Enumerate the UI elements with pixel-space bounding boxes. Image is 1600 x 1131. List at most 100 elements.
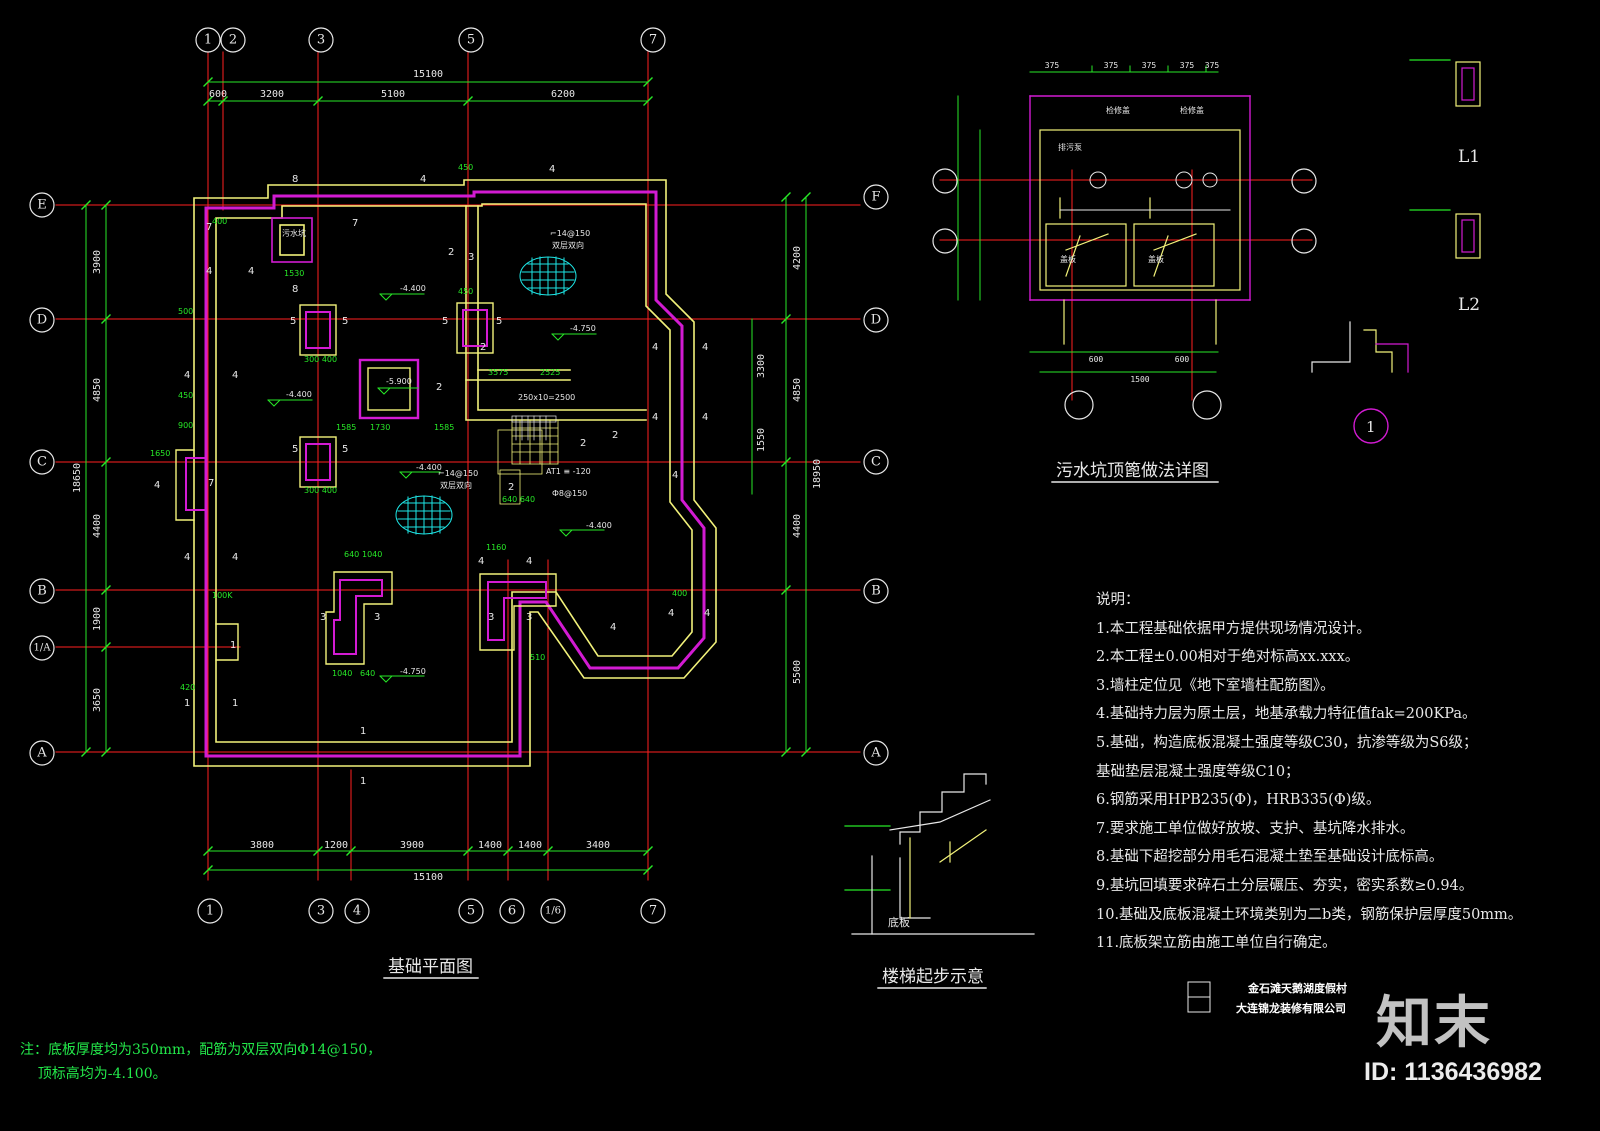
elev-label-4: -4.400	[416, 463, 442, 472]
dim-bottom-3800: 3800	[250, 840, 274, 851]
title-block-company: 大连锦龙装修有限公司	[1236, 1002, 1346, 1015]
dim-bottom-1400b: 1400	[518, 840, 542, 851]
elev-label-6: -4.750	[400, 667, 426, 676]
svg-text:2: 2	[612, 430, 618, 441]
axis-label-bottom-7: 7	[649, 904, 657, 919]
plan-title: 基础平面图	[388, 957, 473, 977]
dim-right-4400: 4400	[792, 514, 803, 538]
svg-text:3: 3	[374, 612, 380, 623]
svg-text:盖板: 盖板	[1148, 254, 1164, 264]
stair-title: 楼梯起步示意	[882, 967, 984, 987]
note-item: 9.基坑回填要求碎石土分层碾压、夯实，密实系数≥0.94。	[1096, 877, 1474, 894]
svg-text:5: 5	[342, 444, 348, 455]
svg-text:4: 4	[206, 266, 212, 277]
svg-text:4: 4	[232, 370, 238, 381]
sump-dim-5: 375	[1205, 61, 1220, 70]
svg-text:400: 400	[212, 217, 227, 226]
dim-bottom-1400a: 1400	[478, 840, 502, 851]
svg-text:640: 640	[344, 550, 359, 559]
axis-label-right-a: A	[870, 746, 881, 761]
dim-bottom-3900: 3900	[400, 840, 424, 851]
axis-bubbles-right	[863, 184, 889, 766]
svg-text:1585: 1585	[434, 423, 454, 432]
dim-right-4200: 4200	[792, 246, 803, 270]
piers	[175, 302, 557, 665]
svg-text:7: 7	[352, 218, 358, 229]
svg-text:900: 900	[178, 421, 193, 430]
svg-text:1530: 1530	[284, 269, 304, 278]
foundation-wall-inner	[215, 203, 693, 743]
svg-text:420: 420	[180, 683, 195, 692]
svg-text:500: 500	[178, 307, 193, 316]
dim-left-3650: 3650	[92, 688, 103, 712]
axis-label-top-5: 5	[467, 33, 475, 48]
axis-label-right-f: F	[871, 190, 880, 205]
sump-detail: 检修盖 检修盖 排污泵 盖板 盖板	[932, 65, 1317, 420]
axis-label-top-2: 2	[229, 33, 237, 48]
svg-text:4: 4	[232, 552, 238, 563]
note-item: 10.基础及底板混凝土环境类别为二b类，钢筋保护层厚度50mm。	[1096, 906, 1523, 923]
brand-logo: 知末	[1376, 991, 1492, 1056]
dim-top-6200: 6200	[551, 89, 575, 100]
dim-right-5500: 5500	[792, 660, 803, 684]
title-block: 金石滩天鹅湖度假村 大连锦龙装修有限公司	[1180, 976, 1400, 1018]
title-underlines	[383, 481, 1219, 989]
svg-text:1: 1	[184, 698, 190, 709]
rebar-hatch-2	[395, 495, 453, 535]
svg-text:4: 4	[652, 412, 658, 423]
notes-heading: 说明：	[1096, 592, 1140, 608]
note-item: 11.底板架立筋由施工单位自行确定。	[1096, 935, 1337, 952]
svg-text:5: 5	[342, 316, 348, 327]
elev-label-5: -4.750	[570, 324, 596, 333]
dim-bottom-1200: 1200	[324, 840, 348, 851]
svg-text:2: 2	[508, 482, 514, 493]
svg-text:4: 4	[668, 608, 674, 619]
svg-text:4: 4	[610, 622, 616, 633]
svg-text:3: 3	[488, 612, 494, 623]
dim-left-1900: 1900	[92, 607, 103, 631]
dim-right-1550: 1550	[756, 428, 767, 452]
svg-text:1730: 1730	[370, 423, 390, 432]
note-item: 1.本工程基础依据甲方提供现场情况设计。	[1096, 620, 1371, 637]
dim-top-5100: 5100	[381, 89, 405, 100]
svg-text:2525: 2525	[540, 368, 560, 377]
svg-text:2: 2	[480, 342, 486, 353]
axis-label-top-3: 3	[317, 33, 325, 48]
dim-left-total: 18650	[72, 463, 83, 493]
svg-text:510: 510	[530, 653, 545, 662]
title-block-frame	[1187, 981, 1211, 1013]
axis-label-right-b: B	[871, 584, 881, 599]
note-item: 基础垫层混凝土强度等级C10；	[1096, 763, 1300, 780]
stair-base-label: 底板	[888, 915, 910, 929]
dim-left-4850: 4850	[92, 378, 103, 402]
detail-mark-number: 1	[1366, 418, 1376, 436]
sump-dim-total: 1500	[1130, 375, 1149, 384]
svg-text:3575: 3575	[488, 368, 508, 377]
rebar-hatch-1	[519, 256, 577, 296]
note-item: 7.要求施工单位做好放坡、支护、基坑降水排水。	[1096, 820, 1415, 837]
note-item: 4.基础持力层为原土层，地基承载力特征值fak=200KPa。	[1096, 706, 1477, 723]
svg-text:检修盖: 检修盖	[1106, 105, 1130, 115]
sump-dim-b2: 600	[1175, 355, 1190, 364]
dimension-lines	[81, 77, 811, 875]
axis-bubbles-top	[195, 27, 666, 53]
elev-label-2: -4.400	[286, 390, 312, 399]
svg-text:1: 1	[232, 698, 238, 709]
svg-text:1585: 1585	[336, 423, 356, 432]
axis-bubbles-bottom	[197, 898, 666, 924]
axis-label-bottom-5: 5	[467, 904, 475, 919]
note-item: 5.基础，构造底板混凝土强度等级C30，抗渗等级为S6级；	[1096, 734, 1478, 751]
axis-label-left-e: E	[37, 198, 47, 213]
axis-label-left-b: B	[37, 584, 47, 599]
svg-text:4: 4	[526, 556, 532, 567]
svg-text:排污泵: 排污泵	[1058, 142, 1082, 152]
dim-top-600: 600	[209, 89, 227, 100]
svg-text:4: 4	[478, 556, 484, 567]
svg-text:1040: 1040	[362, 550, 382, 559]
axis-bubbles-left	[29, 192, 55, 766]
svg-text:450: 450	[458, 163, 473, 172]
design-notes: 说明： 1.本工程基础依据甲方提供现场情况设计。 2.本工程±0.00相对于绝对…	[1096, 586, 1596, 958]
footnote-line-1: 注：底板厚度均为350mm，配筋为双层双向Φ14@150，	[20, 1042, 382, 1058]
dim-top-total: 15100	[413, 69, 443, 80]
